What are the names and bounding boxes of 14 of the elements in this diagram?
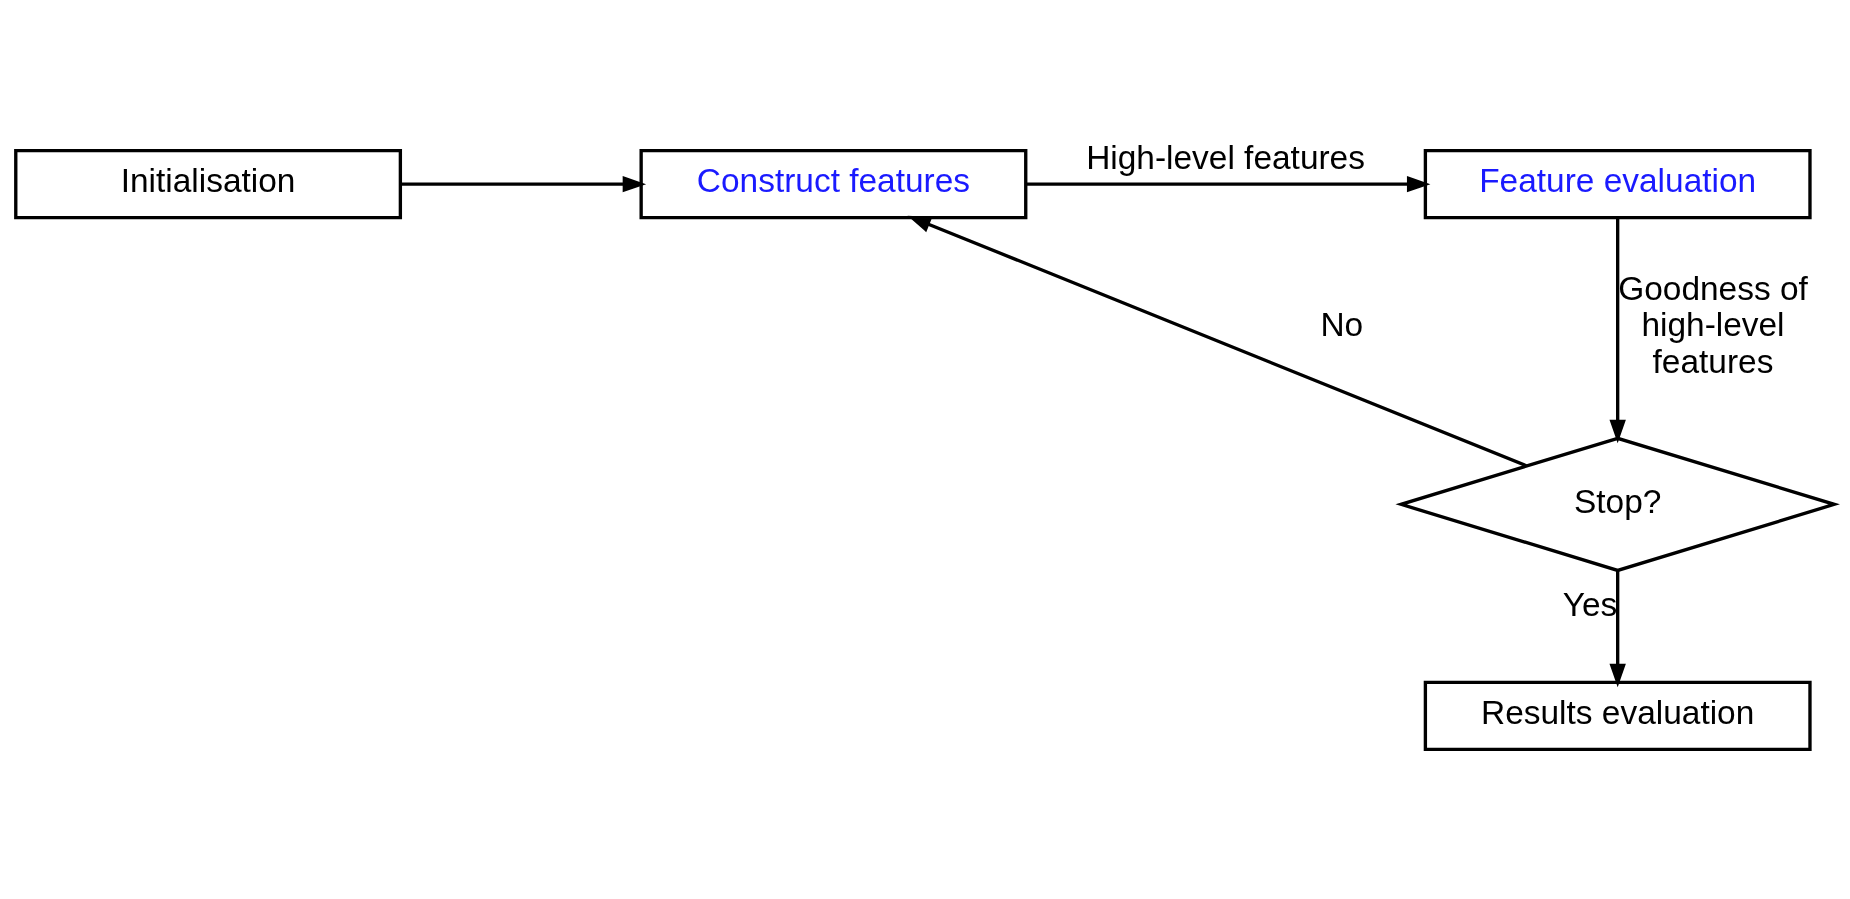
arrow [1609, 217, 1626, 443]
node-diamond: Stop? [1395, 436, 1840, 572]
arrow [1609, 570, 1626, 687]
edge-label: Yes [1562, 585, 1618, 623]
node-box: Construct features [639, 148, 1028, 219]
arrow [400, 175, 647, 192]
node-box: Initialisation [14, 148, 403, 219]
edge-label: Goodness of high-level features [1618, 269, 1808, 380]
arrow [907, 215, 1527, 467]
arrow [1025, 175, 1431, 192]
node-box: Results evaluation [1423, 680, 1812, 751]
edge-label: High-level features [1086, 138, 1365, 176]
node-box: Feature evaluation [1423, 148, 1812, 219]
edge-label: No [1320, 305, 1364, 343]
